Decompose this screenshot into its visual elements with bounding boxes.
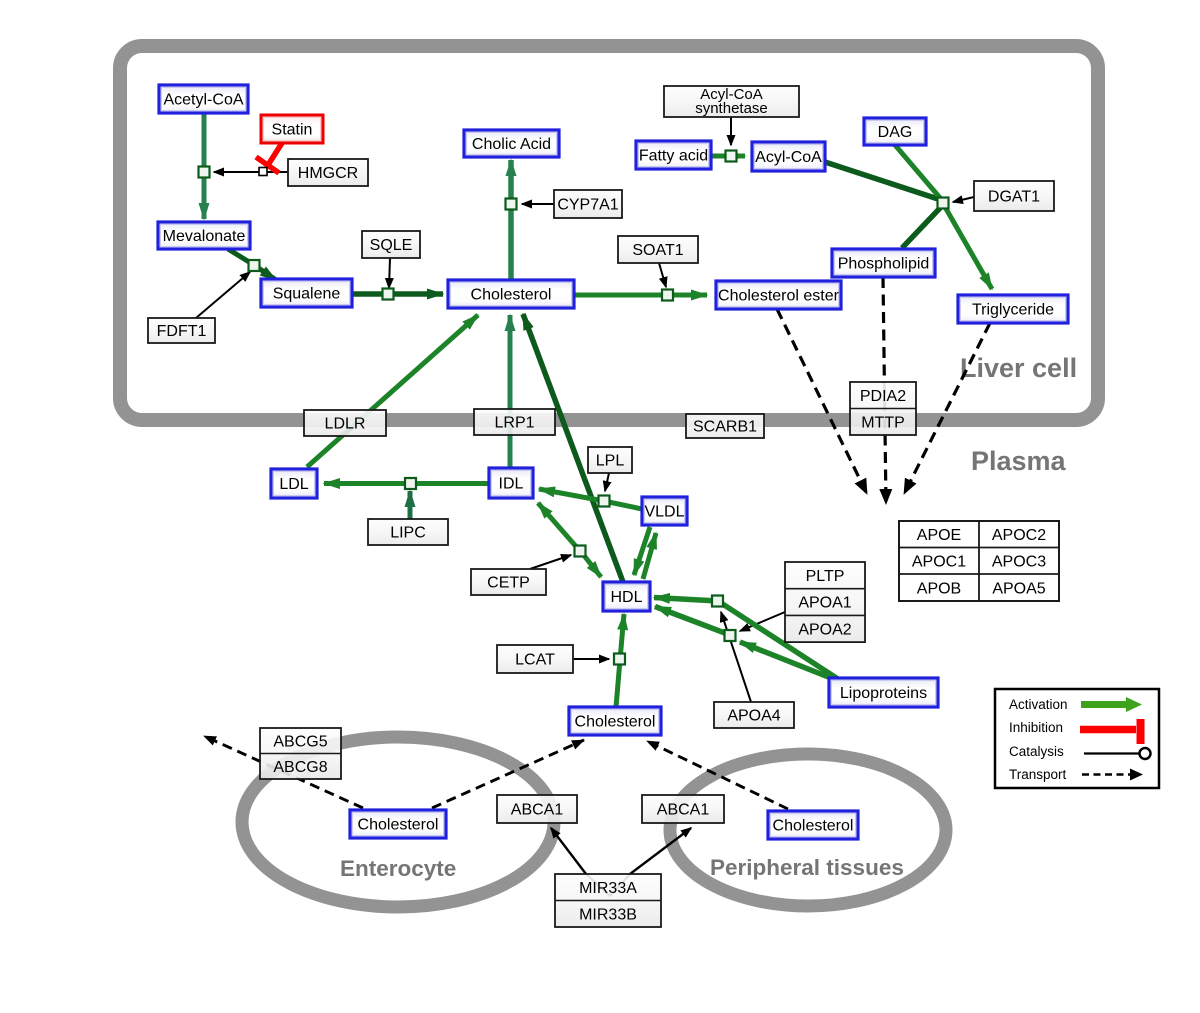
svg-text:synthetase: synthetase bbox=[695, 100, 768, 117]
svg-text:Acyl-CoA: Acyl-CoA bbox=[700, 86, 763, 103]
svg-text:Cholesterol: Cholesterol bbox=[575, 714, 656, 731]
svg-text:APOA4: APOA4 bbox=[727, 708, 780, 725]
svg-text:APOE: APOE bbox=[917, 527, 961, 544]
svg-text:DGAT1: DGAT1 bbox=[988, 189, 1040, 206]
svg-text:ABCA1: ABCA1 bbox=[511, 802, 564, 819]
svg-text:MIR33B: MIR33B bbox=[579, 906, 637, 923]
svg-text:CETP: CETP bbox=[487, 575, 530, 592]
svg-text:Triglyceride: Triglyceride bbox=[972, 302, 1054, 319]
svg-text:DAG: DAG bbox=[878, 124, 913, 141]
svg-text:PDIA2: PDIA2 bbox=[860, 388, 906, 405]
svg-text:APOC1: APOC1 bbox=[912, 554, 966, 571]
svg-text:APOC3: APOC3 bbox=[992, 554, 1046, 571]
svg-text:Acetyl-CoA: Acetyl-CoA bbox=[163, 92, 243, 109]
svg-text:SQLE: SQLE bbox=[370, 237, 413, 254]
svg-text:Inhibition: Inhibition bbox=[1009, 720, 1063, 735]
svg-text:Cholesterol: Cholesterol bbox=[471, 287, 552, 304]
svg-text:CYP7A1: CYP7A1 bbox=[557, 197, 618, 214]
svg-text:Liver cell: Liver cell bbox=[960, 353, 1077, 383]
svg-text:Cholesterol: Cholesterol bbox=[358, 817, 439, 834]
svg-text:Enterocyte: Enterocyte bbox=[340, 856, 456, 881]
svg-text:APOA2: APOA2 bbox=[798, 621, 851, 638]
svg-text:LPL: LPL bbox=[596, 453, 625, 470]
svg-text:LDL: LDL bbox=[279, 476, 308, 493]
svg-text:APOB: APOB bbox=[917, 580, 961, 597]
svg-text:APOA5: APOA5 bbox=[992, 580, 1045, 597]
svg-text:SOAT1: SOAT1 bbox=[632, 242, 683, 259]
svg-text:APOA1: APOA1 bbox=[798, 595, 851, 612]
svg-text:Peripheral tissues: Peripheral tissues bbox=[710, 855, 904, 880]
svg-text:Plasma: Plasma bbox=[971, 446, 1067, 476]
svg-text:LCAT: LCAT bbox=[515, 652, 555, 669]
svg-text:MTTP: MTTP bbox=[861, 414, 905, 431]
svg-text:Transport: Transport bbox=[1009, 767, 1067, 782]
svg-text:FDFT1: FDFT1 bbox=[157, 323, 207, 340]
svg-text:Cholic Acid: Cholic Acid bbox=[472, 136, 551, 153]
svg-text:Squalene: Squalene bbox=[273, 286, 341, 303]
svg-text:Acyl-CoA: Acyl-CoA bbox=[755, 149, 822, 166]
svg-text:IDL: IDL bbox=[499, 476, 524, 493]
svg-text:MIR33A: MIR33A bbox=[579, 880, 637, 897]
svg-text:ABCG8: ABCG8 bbox=[273, 759, 327, 776]
svg-text:HDL: HDL bbox=[610, 589, 642, 606]
svg-text:Cholesterol ester: Cholesterol ester bbox=[718, 288, 840, 305]
svg-text:APOC2: APOC2 bbox=[992, 527, 1046, 544]
svg-text:ABCG5: ABCG5 bbox=[273, 733, 327, 750]
svg-text:Lipoproteins: Lipoproteins bbox=[840, 685, 927, 702]
svg-text:Activation: Activation bbox=[1009, 697, 1068, 712]
svg-text:LDLR: LDLR bbox=[325, 416, 366, 433]
svg-text:Statin: Statin bbox=[272, 122, 313, 139]
svg-text:ABCA1: ABCA1 bbox=[657, 802, 710, 819]
svg-text:PLTP: PLTP bbox=[806, 568, 845, 585]
svg-text:LIPC: LIPC bbox=[390, 525, 426, 542]
svg-text:SCARB1: SCARB1 bbox=[693, 419, 757, 436]
svg-text:Fatty acid: Fatty acid bbox=[639, 148, 708, 165]
svg-text:Catalysis: Catalysis bbox=[1009, 744, 1064, 759]
svg-text:LRP1: LRP1 bbox=[494, 415, 534, 432]
svg-text:Cholesterol: Cholesterol bbox=[773, 818, 854, 835]
svg-text:Phospholipid: Phospholipid bbox=[838, 256, 930, 273]
svg-text:HMGCR: HMGCR bbox=[298, 165, 358, 182]
svg-text:Mevalonate: Mevalonate bbox=[163, 228, 246, 245]
svg-text:VLDL: VLDL bbox=[644, 504, 684, 521]
